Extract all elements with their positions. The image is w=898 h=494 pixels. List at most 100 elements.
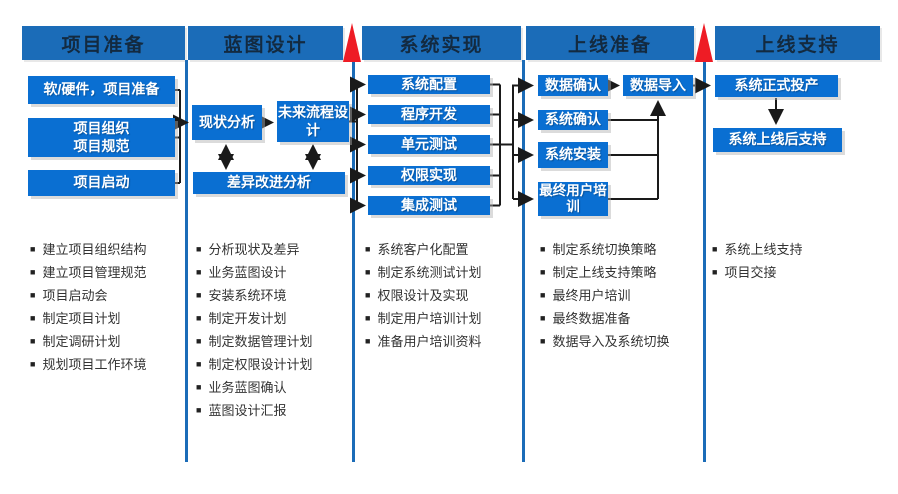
- flow-box-system-install: 系统安装: [538, 142, 608, 168]
- flow-box-unit-test: 单元测试: [368, 135, 490, 154]
- flow-box-auth-impl: 权限实现: [368, 166, 490, 185]
- task-label: 制定数据管理计划: [208, 334, 313, 349]
- task-item: ■业务蓝图设计: [196, 266, 312, 279]
- task-label: 权限设计及实现: [377, 288, 469, 303]
- task-label: 最终数据准备: [552, 311, 631, 326]
- task-label: 业务蓝图设计: [208, 265, 287, 280]
- flow-box-system-config: 系统配置: [368, 75, 490, 94]
- task-label: 准备用户培训资料: [377, 334, 482, 349]
- bullet-square-icon: ■: [196, 244, 202, 254]
- task-item: ■ 蓝图设计汇报: [196, 404, 312, 417]
- task-item: ■ 制定权限设计计划: [196, 358, 312, 371]
- bullet-square-icon: ■: [712, 244, 718, 254]
- task-item: ■ 系统上线支持: [712, 243, 802, 256]
- task-item: ■规划项目工作环境: [30, 358, 146, 371]
- task-label: 分析现状及差异: [208, 242, 300, 257]
- flow-box-end-user-training: 最终用户培训: [538, 182, 608, 216]
- flow-box-org-standards: 项目组织 项目规范: [28, 118, 175, 157]
- task-item: ■ 最终数据准备: [540, 312, 669, 325]
- phase-divider: [185, 60, 188, 462]
- bullet-square-icon: ■: [196, 336, 202, 346]
- bullet-square-icon: ■: [30, 313, 36, 323]
- task-list-preparation: ■ 建立项目组织结构 ■ 建立项目管理规范 ■ 项目启动会 ■ 制定项目计划 ■ 制定调研…: [30, 243, 146, 381]
- task-label: 项目启动会: [42, 288, 108, 303]
- flow-box-post-go-live: 系统上线后支持: [713, 128, 842, 152]
- bullet-square-icon: ■: [196, 405, 202, 415]
- phase-divider: [522, 60, 525, 462]
- task-item: ■ 制定项目计划: [30, 312, 146, 325]
- bullet-square-icon: ■: [30, 244, 36, 254]
- flow-box-hw-sw-prep: 软/硬件，项目准备: [28, 76, 175, 104]
- bullet-square-icon: ■: [540, 290, 546, 300]
- task-label: 项目交接: [724, 265, 777, 280]
- task-item: ■ 业务蓝图确认: [196, 381, 312, 394]
- task-list-realization: ■系统客户化配置 ■ 制定系统测试计划 ■ 权限设计及实现 ■ 制定用户培训计划 ■准…: [365, 243, 481, 358]
- bullet-square-icon: ■: [30, 336, 36, 346]
- bullet-square-icon: ■: [712, 267, 718, 277]
- task-label: 业务蓝图确认: [208, 380, 287, 395]
- bullet-square-icon: ■: [365, 313, 371, 323]
- task-item: ■制定开发计划: [196, 312, 312, 325]
- phase-header-support: 上线支持: [715, 26, 880, 60]
- phase-header-realization: 系统实现: [362, 26, 521, 60]
- task-label: 制定权限设计计划: [208, 357, 313, 372]
- task-list-golive-prep: ■ 制定系统切换策略 ■ 制定上线支持策略 ■最终用户培训 ■ 最终数据准备 ■ 数据导…: [540, 243, 669, 358]
- bullet-square-icon: ■: [196, 382, 202, 392]
- task-item: ■ 安装系统环境: [196, 289, 312, 302]
- bullet-square-icon: ■: [30, 267, 36, 277]
- task-item: ■ 制定系统切换策略: [540, 243, 669, 256]
- task-item: ■ 项目交接: [712, 266, 802, 279]
- phase-divider: [703, 60, 706, 462]
- task-item: ■ 制定上线支持策略: [540, 266, 669, 279]
- task-item: ■ 分析现状及差异: [196, 243, 312, 256]
- task-label: 制定系统测试计划: [377, 265, 482, 280]
- flow-box-as-is-analysis: 现状分析: [192, 105, 262, 140]
- flow-box-kickoff: 项目启动: [28, 170, 175, 196]
- task-item: ■ 建立项目管理规范: [30, 266, 146, 279]
- task-item: ■最终用户培训: [540, 289, 669, 302]
- bullet-square-icon: ■: [540, 336, 546, 346]
- bullet-square-icon: ■: [540, 313, 546, 323]
- flow-box-data-import: 数据导入: [623, 75, 693, 96]
- flow-box-data-confirm: 数据确认: [538, 75, 608, 96]
- flow-box-gap-analysis: 差异改进分析: [193, 172, 345, 194]
- flow-box-integration-test: 集成测试: [368, 196, 490, 215]
- bullet-square-icon: ■: [196, 313, 202, 323]
- task-item: ■ 制定数据管理计划: [196, 335, 312, 348]
- bullet-square-icon: ■: [30, 359, 36, 369]
- task-label: 系统客户化配置: [377, 242, 469, 257]
- bullet-square-icon: ■: [365, 290, 371, 300]
- task-label: 数据导入及系统切换: [552, 334, 670, 349]
- task-label: 制定系统切换策略: [552, 242, 657, 257]
- task-label: 制定用户培训计划: [377, 311, 482, 326]
- task-item: ■ 权限设计及实现: [365, 289, 481, 302]
- task-item: ■ 数据导入及系统切换: [540, 335, 669, 348]
- task-item: ■准备用户培训资料: [365, 335, 481, 348]
- flow-box-system-confirm: 系统确认: [538, 110, 608, 130]
- bullet-square-icon: ■: [196, 359, 202, 369]
- task-label: 蓝图设计汇报: [208, 403, 287, 418]
- task-label: 制定调研计划: [42, 334, 121, 349]
- phase-header-golive-prep: 上线准备: [526, 26, 694, 60]
- phase-header-blueprint: 蓝图设计: [188, 26, 343, 60]
- task-label: 制定项目计划: [42, 311, 121, 326]
- task-label: 安装系统环境: [208, 288, 287, 303]
- task-label: 建立项目管理规范: [42, 265, 147, 280]
- task-list-support: ■ 系统上线支持 ■ 项目交接: [712, 243, 802, 289]
- phase-header-preparation: 项目准备: [22, 26, 185, 60]
- bullet-square-icon: ■: [540, 267, 546, 277]
- flow-box-go-live: 系统正式投产: [715, 75, 838, 97]
- task-item: ■ 制定用户培训计划: [365, 312, 481, 325]
- bullet-square-icon: ■: [365, 267, 371, 277]
- task-label: 制定上线支持策略: [552, 265, 657, 280]
- flow-box-program-dev: 程序开发: [368, 105, 490, 124]
- bullet-square-icon: ■: [196, 290, 202, 300]
- bullet-square-icon: ■: [30, 290, 36, 300]
- task-item: ■ 制定系统测试计划: [365, 266, 481, 279]
- task-label: 系统上线支持: [724, 242, 803, 257]
- bullet-square-icon: ■: [540, 244, 546, 254]
- task-label: 建立项目组织结构: [42, 242, 147, 257]
- task-item: ■系统客户化配置: [365, 243, 481, 256]
